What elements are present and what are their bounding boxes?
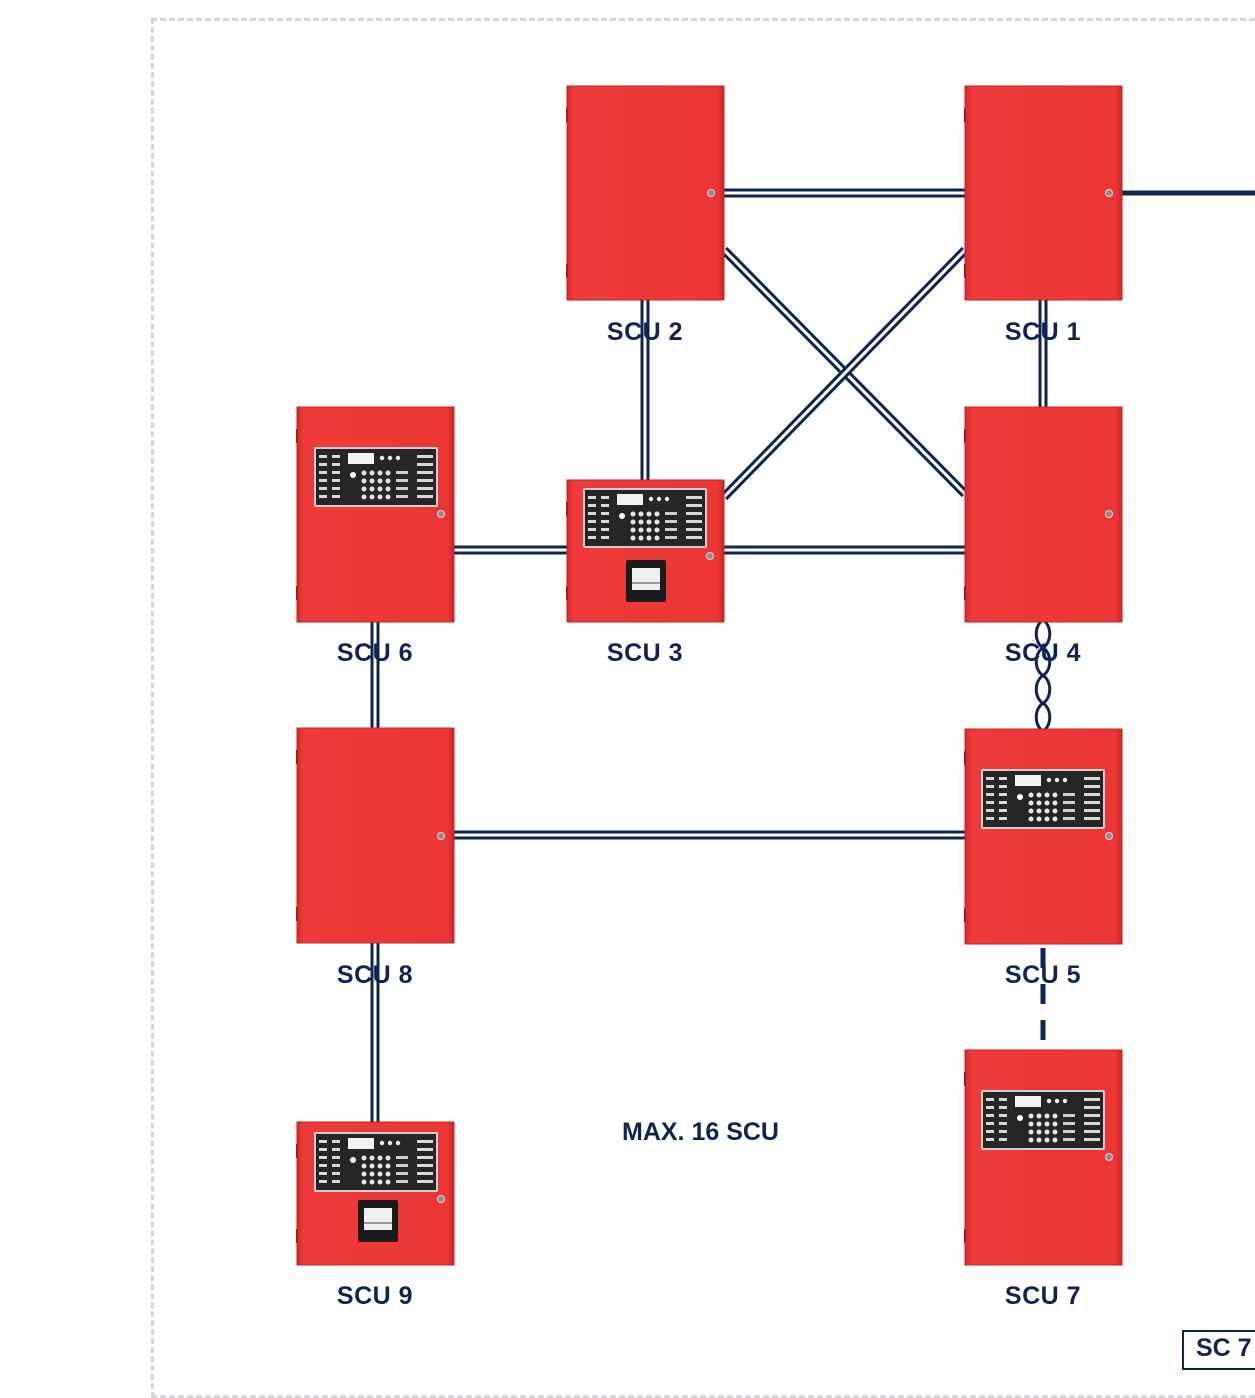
- scu8-cabinet: [296, 727, 455, 944]
- scu-1-label: SCU 1: [1004, 318, 1082, 346]
- scu-3-label: SCU 3: [606, 639, 684, 667]
- scu-9-label: SCU 9: [336, 1282, 414, 1310]
- max-units-caption: MAX. 16 SCU: [622, 1118, 779, 1146]
- door-lock-icon: [1105, 510, 1113, 518]
- scu2-cabinet: [566, 85, 725, 301]
- control-keypad: [981, 1090, 1105, 1150]
- link-scu4-scu5: [1034, 618, 1052, 733]
- scu-2-label: SCU 2: [606, 318, 684, 346]
- scu-8-label: SCU 8: [336, 961, 414, 989]
- door-lock-icon: [437, 510, 445, 518]
- scu9-cabinet: [296, 1121, 455, 1266]
- door-lock-icon: [1105, 832, 1113, 840]
- door-lock-icon: [1105, 1153, 1113, 1161]
- control-keypad: [583, 488, 707, 548]
- control-keypad: [314, 1132, 438, 1192]
- door-lock-icon: [706, 552, 714, 560]
- scu6-cabinet: [296, 406, 455, 623]
- scu4-cabinet: [964, 406, 1123, 623]
- connections-layer: [370, 188, 1255, 1122]
- printer-module: [626, 560, 666, 602]
- printer-module: [358, 1200, 398, 1242]
- scu-7-label: SCU 7: [1004, 1282, 1082, 1310]
- control-keypad: [314, 447, 438, 507]
- figure-tag: SC 7: [1182, 1330, 1255, 1370]
- control-keypad: [981, 769, 1105, 829]
- scu-5-label: SCU 5: [1004, 961, 1082, 989]
- door-lock-icon: [437, 1195, 445, 1203]
- link-scu3-scu1: [720, 246, 969, 501]
- scu7-cabinet: [964, 1049, 1123, 1266]
- door-lock-icon: [437, 832, 445, 840]
- door-lock-icon: [707, 189, 715, 197]
- system-boundary-frame: [151, 18, 1255, 1398]
- scu-6-label: SCU 6: [336, 639, 414, 667]
- scu3-cabinet: [566, 479, 725, 623]
- scu-4-label: SCU 4: [1004, 639, 1082, 667]
- scu1-cabinet: [964, 85, 1123, 301]
- network-diagram: [296, 85, 1255, 1266]
- door-lock-icon: [1105, 189, 1113, 197]
- scu5-cabinet: [964, 728, 1123, 945]
- units-layer: [296, 85, 1123, 1266]
